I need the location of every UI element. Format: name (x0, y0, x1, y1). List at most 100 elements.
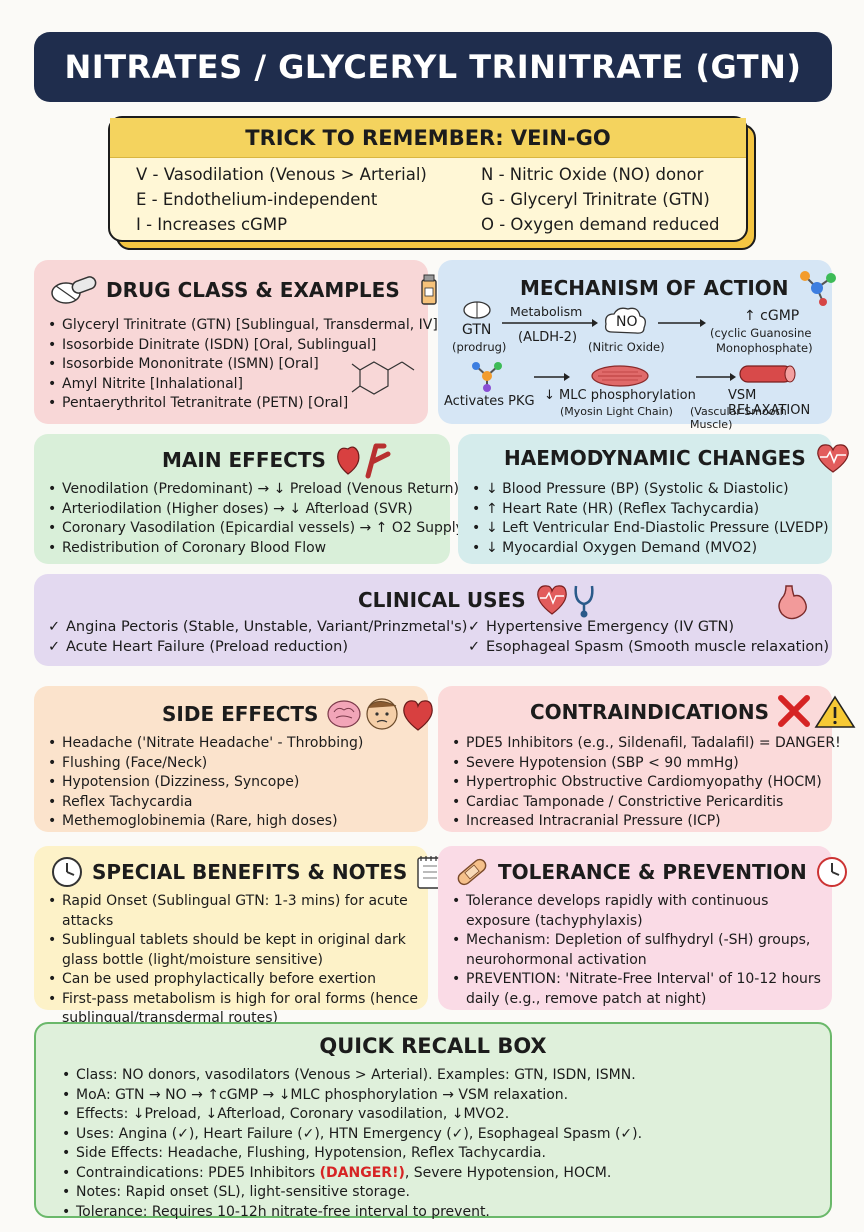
list-item: Mechanism: Depletion of sulfhydryl (-SH)… (452, 931, 822, 970)
list-item: ↑ Heart Rate (HR) (Reflex Tachycardia) (472, 500, 829, 520)
list-item: ↓ Left Ventricular End-Diastolic Pressur… (472, 519, 829, 539)
side-effects-card: SIDE EFFECTS Headache ('Nitrate Headache… (34, 686, 434, 832)
clinical-uses-card: CLINICAL USES Angina Pectoris (Stable, U… (34, 574, 832, 666)
list-item: Venodilation (Predominant) → ↓ Preload (… (48, 480, 464, 500)
mlc-sublabel: (Myosin Light Chain) (560, 405, 673, 418)
cgmp-sublabel: (cyclic Guanosine (710, 326, 812, 340)
list-item: ↓ Blood Pressure (BP) (Systolic & Diasto… (472, 480, 829, 500)
list-item: Acute Heart Failure (Preload reduction) (48, 638, 467, 658)
clinical-uses-heading: CLINICAL USES (358, 588, 526, 612)
mechanism-card: MECHANISM OF ACTION GTN (prodrug) Metabo… (438, 260, 836, 431)
drug-class-heading: DRUG CLASS & EXAMPLES (106, 278, 400, 302)
page-title: NITRATES / GLYCERYL TRINITRATE (GTN) (34, 32, 832, 102)
trick-box: TRICK TO REMEMBER: VEIN-GO V - Vasodilat… (108, 116, 748, 242)
trick-line: V - Vasodilation (Venous > Arterial) (136, 165, 427, 184)
vsm-label: VSM RELAXATION (728, 388, 811, 418)
list-item: Angina Pectoris (Stable, Unstable, Varia… (48, 618, 467, 638)
no-label: NO (616, 314, 638, 330)
notepad-icon (415, 854, 445, 890)
chemical-structure-icon (350, 352, 424, 402)
list-item: Sublingual tablets should be kept in ori… (48, 931, 418, 970)
tablet-icon (462, 300, 492, 320)
side-effects-heading: SIDE EFFECTS (162, 702, 319, 726)
arrow-icon (534, 373, 570, 381)
mlc-label: ↓ MLC phosphorylation (544, 388, 696, 403)
tolerance-heading: TOLERANCE & PREVENTION (498, 860, 807, 884)
trick-line: E - Endothelium-independent (136, 190, 378, 209)
list-item: Tolerance develops rapidly with continuo… (452, 892, 822, 931)
list-item: Side Effects: Headache, Flushing, Hypote… (62, 1144, 642, 1164)
metabolism-label: Metabolism (510, 304, 583, 319)
tolerance-card: TOLERANCE & PREVENTION Tolerance develop… (438, 846, 847, 1010)
mechanism-heading: MECHANISM OF ACTION (520, 276, 789, 300)
quick-recall-heading: QUICK RECALL BOX (319, 1034, 547, 1058)
trick-line: G - Glyceryl Trinitrate (GTN) (481, 190, 710, 209)
contraindications-card: CONTRAINDICATIONS PDE5 Inhibitors (e.g.,… (438, 686, 856, 832)
arrow-icon (658, 319, 706, 327)
arrow-icon (696, 373, 736, 381)
haemodynamic-heading: HAEMODYNAMIC CHANGES (504, 446, 806, 470)
quick-recall-card: QUICK RECALL BOX Class: NO donors, vasod… (34, 1022, 832, 1222)
stomach-icon (772, 582, 812, 622)
list-item: Tolerance: Requires 10-12h nitrate-free … (62, 1203, 642, 1223)
list-item: Glyceryl Trinitrate (GTN) [Sublingual, T… (48, 316, 438, 336)
recall-contra-prefix: Contraindications: PDE5 Inhibitors (76, 1164, 320, 1181)
clock-icon (50, 855, 84, 889)
list-item: ↓ Myocardial Oxygen Demand (MVO2) (472, 539, 829, 559)
brain-face-heart-icon (326, 694, 436, 734)
list-item: Severe Hypotension (SBP < 90 mmHg) (452, 754, 841, 774)
bandage-icon (454, 854, 490, 890)
main-effects-card: MAIN EFFECTS Venodilation (Predominant) … (34, 434, 464, 564)
trick-line: O - Oxygen demand reduced (481, 215, 720, 234)
list-item: Esophageal Spasm (Smooth muscle relaxati… (468, 638, 829, 658)
list-item: Coronary Vasodilation (Epicardial vessel… (48, 519, 464, 539)
vsm-sublabel: (Vascular Smooth Muscle) (690, 405, 787, 431)
list-item: Class: NO donors, vasodilators (Venous >… (62, 1066, 642, 1086)
molecule-icon (797, 270, 837, 306)
list-item: Increased Intracranial Pressure (ICP) (452, 812, 841, 832)
special-benefits-card: SPECIAL BENEFITS & NOTES Rapid Onset (Su… (34, 846, 444, 1026)
haemodynamic-card: HAEMODYNAMIC CHANGES ↓ Blood Pressure (B… (458, 434, 849, 564)
list-item: Contraindications: PDE5 Inhibitors (DANG… (62, 1164, 642, 1184)
list-item: Methemoglobinemia (Rare, high doses) (48, 812, 363, 832)
list-item: PDE5 Inhibitors (e.g., Sildenafil, Tadal… (452, 734, 841, 754)
cloud-icon (604, 307, 646, 334)
list-item: PREVENTION: 'Nitrate-Free Interval' of 1… (452, 970, 822, 1009)
list-item: Hypertensive Emergency (IV GTN) (468, 618, 829, 638)
list-item: Uses: Angina (✓), Heart Failure (✓), HTN… (62, 1125, 642, 1145)
main-effects-heading: MAIN EFFECTS (162, 448, 326, 472)
muscle-icon (591, 365, 649, 387)
list-item: Isosorbide Dinitrate (ISDN) [Oral, Subli… (48, 336, 438, 356)
kinase-icon (472, 362, 502, 392)
cross-warning-icon (777, 694, 857, 730)
drug-class-card: DRUG CLASS & EXAMPLES Glyceryl Trinitrat… (34, 260, 457, 424)
heart-stethoscope-icon (534, 582, 606, 618)
recall-contra-suffix: , Severe Hypotension, HOCM. (404, 1164, 612, 1181)
pills-icon (50, 273, 98, 307)
cgmp-sublabel: Monophosphate) (716, 341, 813, 355)
list-item: Hypertrophic Obstructive Cardiomyopathy … (452, 773, 841, 793)
list-item: Pentaerythritol Tetranitrate (PETN) [Ora… (48, 394, 438, 414)
list-item: Arteriodilation (Higher doses) → ↓ After… (48, 500, 464, 520)
blood-vessel-icon (739, 365, 796, 383)
aldh-label: (ALDH-2) (518, 330, 578, 345)
list-item: Cardiac Tamponade / Constrictive Pericar… (452, 793, 841, 813)
gtn-label: GTN (462, 322, 492, 338)
arrow-icon (502, 319, 598, 327)
list-item: Rapid Onset (Sublingual GTN: 1-3 mins) f… (48, 892, 418, 931)
heart-vessel-icon (334, 442, 392, 479)
list-item: Flushing (Face/Neck) (48, 754, 363, 774)
heart-pulse-icon (814, 442, 852, 474)
pkg-label: Activates PKG (444, 394, 535, 409)
list-item: Reflex Tachycardia (48, 793, 363, 813)
trick-heading: TRICK TO REMEMBER: VEIN-GO (110, 118, 746, 158)
trick-line: I - Increases cGMP (136, 215, 288, 234)
clock-icon (815, 855, 849, 889)
list-item: Amyl Nitrite [Inhalational] (48, 375, 438, 395)
no-sublabel: (Nitric Oxide) (588, 340, 665, 354)
list-item: MoA: GTN → NO → ↑cGMP → ↓MLC phosphoryla… (62, 1086, 642, 1106)
cgmp-label: ↑ cGMP (744, 308, 800, 324)
trick-line: N - Nitric Oxide (NO) donor (481, 165, 704, 184)
list-item: Hypotension (Dizziness, Syncope) (48, 773, 363, 793)
special-benefits-heading: SPECIAL BENEFITS & NOTES (92, 860, 408, 884)
